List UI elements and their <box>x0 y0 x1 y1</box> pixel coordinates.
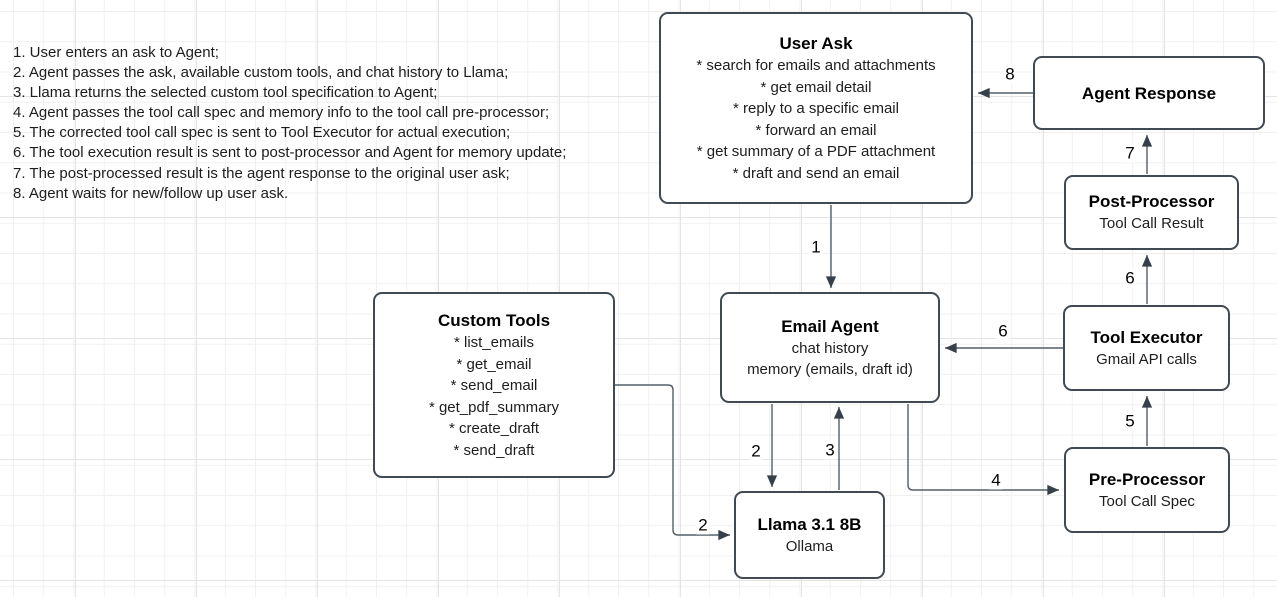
note-line: 5. The corrected tool call spec is sent … <box>13 124 511 142</box>
node-title: Custom Tools <box>437 311 551 330</box>
node-item: * send_draft <box>453 441 535 459</box>
edge-label-step5: 5 <box>1123 411 1137 431</box>
node-user-ask[interactable]: User Ask * search for emails and attachm… <box>659 12 973 204</box>
node-title: Llama 3.1 8B <box>757 514 862 534</box>
note-line: 7. The post-processed result is the agen… <box>13 164 510 182</box>
node-post-processor[interactable]: Post-Processor Tool Call Result <box>1064 175 1239 250</box>
edge-label-step2-agent-to-llama: 2 <box>749 441 763 461</box>
node-item: * forward an email <box>755 121 877 139</box>
node-item: * draft and send an email <box>732 164 900 182</box>
edge-label-step1: 1 <box>809 237 823 257</box>
node-title: Email Agent <box>781 316 879 336</box>
edge-label-step6-to-agent: 6 <box>996 321 1010 341</box>
note-line: 1. User enters an ask to Agent; <box>13 44 219 61</box>
node-item: * get_pdf_summary <box>428 398 560 416</box>
edge-label-step7: 7 <box>1123 143 1137 163</box>
note-line: 4. Agent passes the tool call spec and m… <box>13 104 550 122</box>
node-item: * get summary of a PDF attachment <box>696 143 936 160</box>
node-item: * send_email <box>450 377 538 394</box>
edge-label-step6-to-post: 6 <box>1123 268 1137 288</box>
node-subtitle: Gmail API calls <box>1096 350 1197 368</box>
node-subtitle: Ollama <box>785 537 834 555</box>
edge-label-step8: 8 <box>1003 64 1017 84</box>
node-llama[interactable]: Llama 3.1 8B Ollama <box>734 491 885 579</box>
note-line: 6. The tool execution result is sent to … <box>13 144 567 162</box>
node-tool-executor[interactable]: Tool Executor Gmail API calls <box>1063 305 1230 391</box>
steps-note-text[interactable]: 1. User enters an ask to Agent; 2. Agent… <box>13 43 653 204</box>
node-custom-tools[interactable]: Custom Tools * list_emails * get_email *… <box>373 292 615 478</box>
note-line: 2. Agent passes the ask, available custo… <box>13 64 509 82</box>
node-line: chat history <box>791 339 869 357</box>
node-item: * create_draft <box>448 420 540 437</box>
node-agent-response[interactable]: Agent Response <box>1033 56 1265 130</box>
node-item: * get_email <box>456 355 532 373</box>
node-email-agent[interactable]: Email Agent chat history memory (emails,… <box>720 292 940 403</box>
note-line: 3. Llama returns the selected custom too… <box>13 84 438 102</box>
node-item: * list_emails <box>453 334 535 351</box>
node-pre-processor[interactable]: Pre-Processor Tool Call Spec <box>1064 447 1230 533</box>
note-line: 8. Agent waits for new/follow up user as… <box>13 184 289 202</box>
edge-email-agent-to-pre-processor[interactable] <box>907 404 1059 496</box>
edge-label-step3: 3 <box>823 440 837 460</box>
node-item: * reply to a specific email <box>733 100 899 117</box>
node-item: * get email detail <box>760 78 872 96</box>
node-title: Pre-Processor <box>1088 469 1206 489</box>
node-title: Tool Executor <box>1090 327 1203 347</box>
node-title: Post-Processor <box>1088 192 1215 212</box>
edge-label-step2-tools-to-llama: 2 <box>696 515 710 535</box>
node-item: * search for emails and attachments <box>696 57 936 74</box>
node-title: Agent Response <box>1081 83 1217 103</box>
node-title: User Ask <box>779 34 853 53</box>
edge-custom-tools-to-llama[interactable] <box>614 384 730 541</box>
edge-label-step4: 4 <box>989 470 1003 490</box>
node-subtitle: Tool Call Spec <box>1099 492 1195 510</box>
node-line: memory (emails, draft id) <box>747 361 913 378</box>
node-subtitle: Tool Call Result <box>1099 215 1204 233</box>
